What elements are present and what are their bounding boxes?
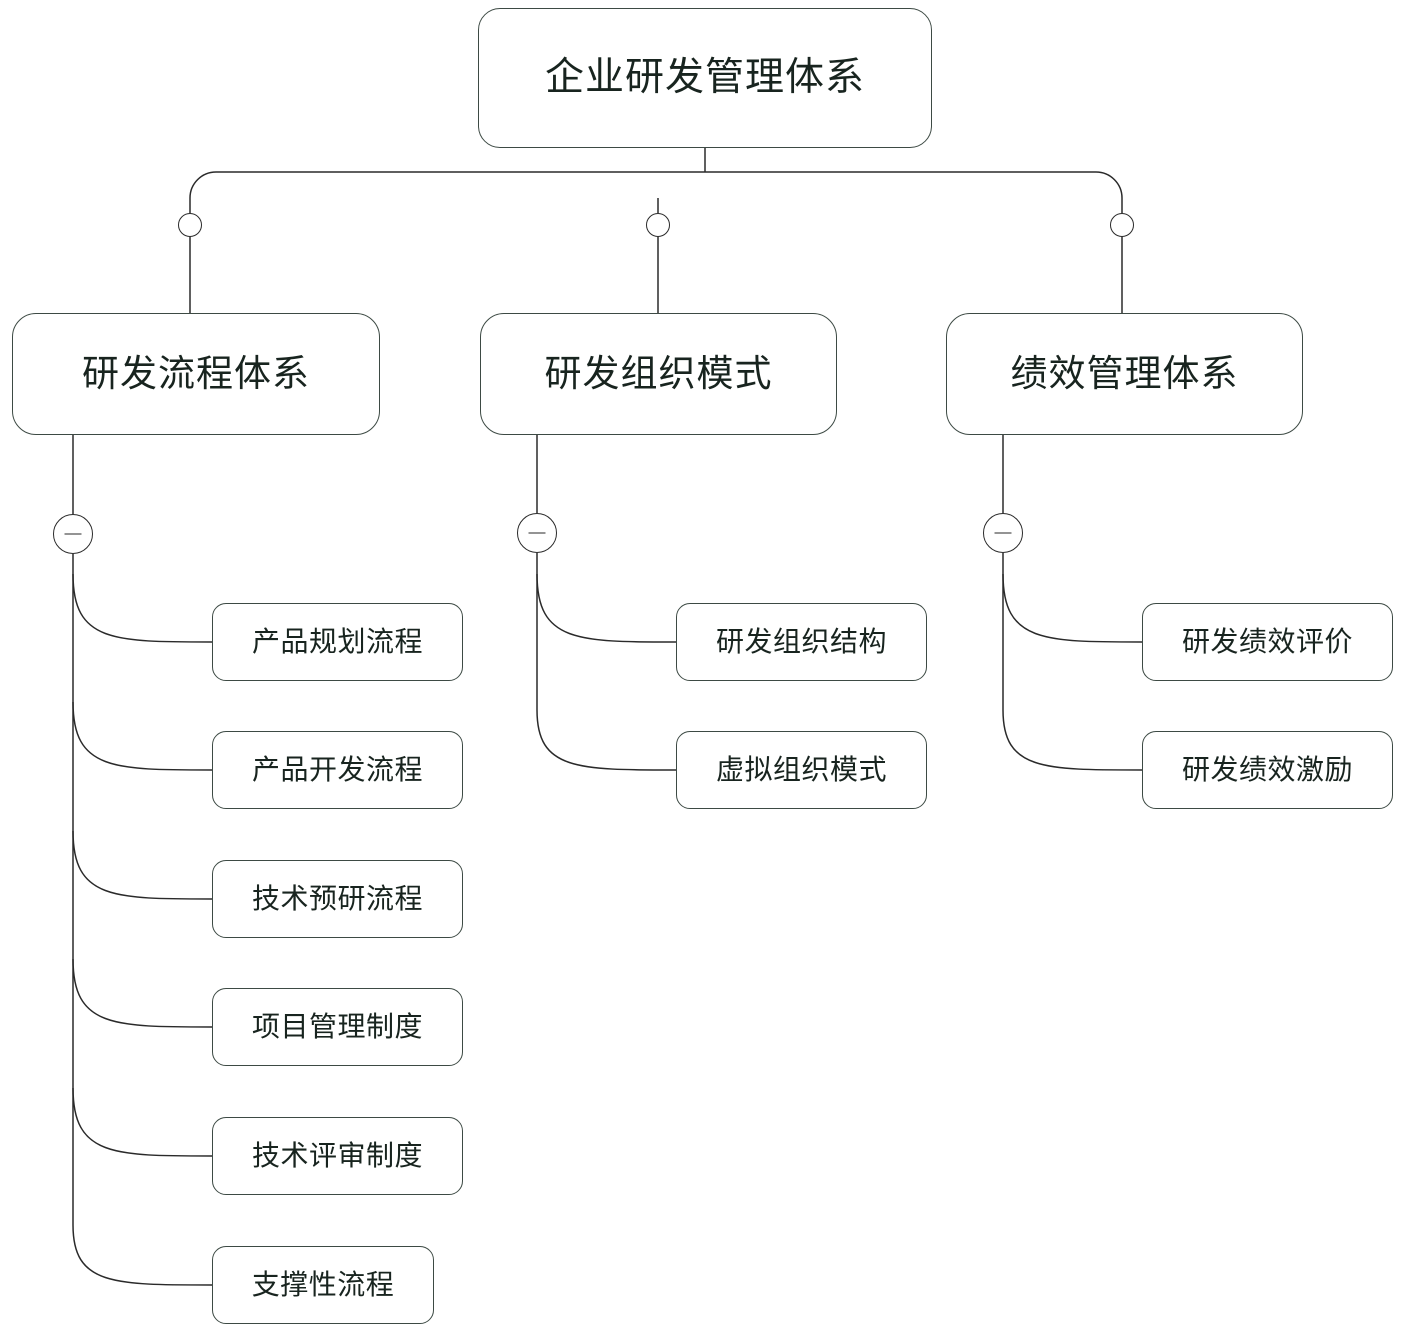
branch-node-3[interactable]: 绩效管理体系 xyxy=(946,313,1303,435)
leaf-node-2-1-label: 研发组织结构 xyxy=(715,625,887,657)
connector-edge xyxy=(536,709,677,771)
minus-icon xyxy=(994,532,1012,534)
leaf-node-1-5-label: 技术评审制度 xyxy=(251,1139,423,1171)
handle-branch-2[interactable] xyxy=(646,213,670,237)
connector-edge xyxy=(72,830,213,900)
root-node-label: 企业研发管理体系 xyxy=(544,55,865,99)
leaf-node-1-1[interactable]: 产品规划流程 xyxy=(212,603,463,681)
connector-edge xyxy=(72,1087,213,1157)
handle-collapse-1[interactable] xyxy=(53,514,93,554)
connector-edge xyxy=(189,171,1123,199)
branch-node-1-label: 研发流程体系 xyxy=(82,352,310,394)
leaf-node-2-1[interactable]: 研发组织结构 xyxy=(676,603,927,681)
leaf-node-1-5[interactable]: 技术评审制度 xyxy=(212,1117,463,1195)
leaf-node-3-1-label: 研发绩效评价 xyxy=(1181,625,1353,657)
leaf-node-1-2-label: 产品开发流程 xyxy=(251,753,423,785)
leaf-node-1-3[interactable]: 技术预研流程 xyxy=(212,860,463,938)
connector-edge xyxy=(72,1224,213,1286)
branch-node-2-label: 研发组织模式 xyxy=(544,352,773,394)
leaf-node-1-3-label: 技术预研流程 xyxy=(251,882,423,914)
connector-edge xyxy=(1002,573,1143,643)
handle-collapse-3[interactable] xyxy=(983,513,1023,553)
leaf-node-1-2[interactable]: 产品开发流程 xyxy=(212,731,463,809)
leaf-node-1-1-label: 产品规划流程 xyxy=(251,625,423,657)
branch-node-1[interactable]: 研发流程体系 xyxy=(12,313,380,435)
handle-collapse-2[interactable] xyxy=(517,513,557,553)
leaf-node-1-6[interactable]: 支撑性流程 xyxy=(212,1246,434,1324)
branch-node-3-label: 绩效管理体系 xyxy=(1010,352,1239,394)
handle-branch-1[interactable] xyxy=(178,213,202,237)
root-node[interactable]: 企业研发管理体系 xyxy=(478,8,932,148)
branch-node-2[interactable]: 研发组织模式 xyxy=(480,313,837,435)
leaf-node-2-2[interactable]: 虚拟组织模式 xyxy=(676,731,927,809)
connector-edge xyxy=(72,958,213,1028)
leaf-node-3-2[interactable]: 研发绩效激励 xyxy=(1142,731,1393,809)
connector-edge xyxy=(72,573,213,643)
minus-icon xyxy=(528,532,546,534)
minus-icon xyxy=(64,533,82,535)
connector-edge xyxy=(72,701,213,771)
leaf-node-3-1[interactable]: 研发绩效评价 xyxy=(1142,603,1393,681)
connector-edge xyxy=(1002,709,1143,771)
leaf-node-1-4-label: 项目管理制度 xyxy=(251,1010,423,1042)
leaf-node-1-6-label: 支撑性流程 xyxy=(251,1268,395,1300)
connector-edge xyxy=(536,573,677,643)
handle-branch-3[interactable] xyxy=(1110,213,1134,237)
leaf-node-2-2-label: 虚拟组织模式 xyxy=(715,753,887,785)
leaf-node-1-4[interactable]: 项目管理制度 xyxy=(212,988,463,1066)
leaf-node-3-2-label: 研发绩效激励 xyxy=(1181,753,1353,785)
